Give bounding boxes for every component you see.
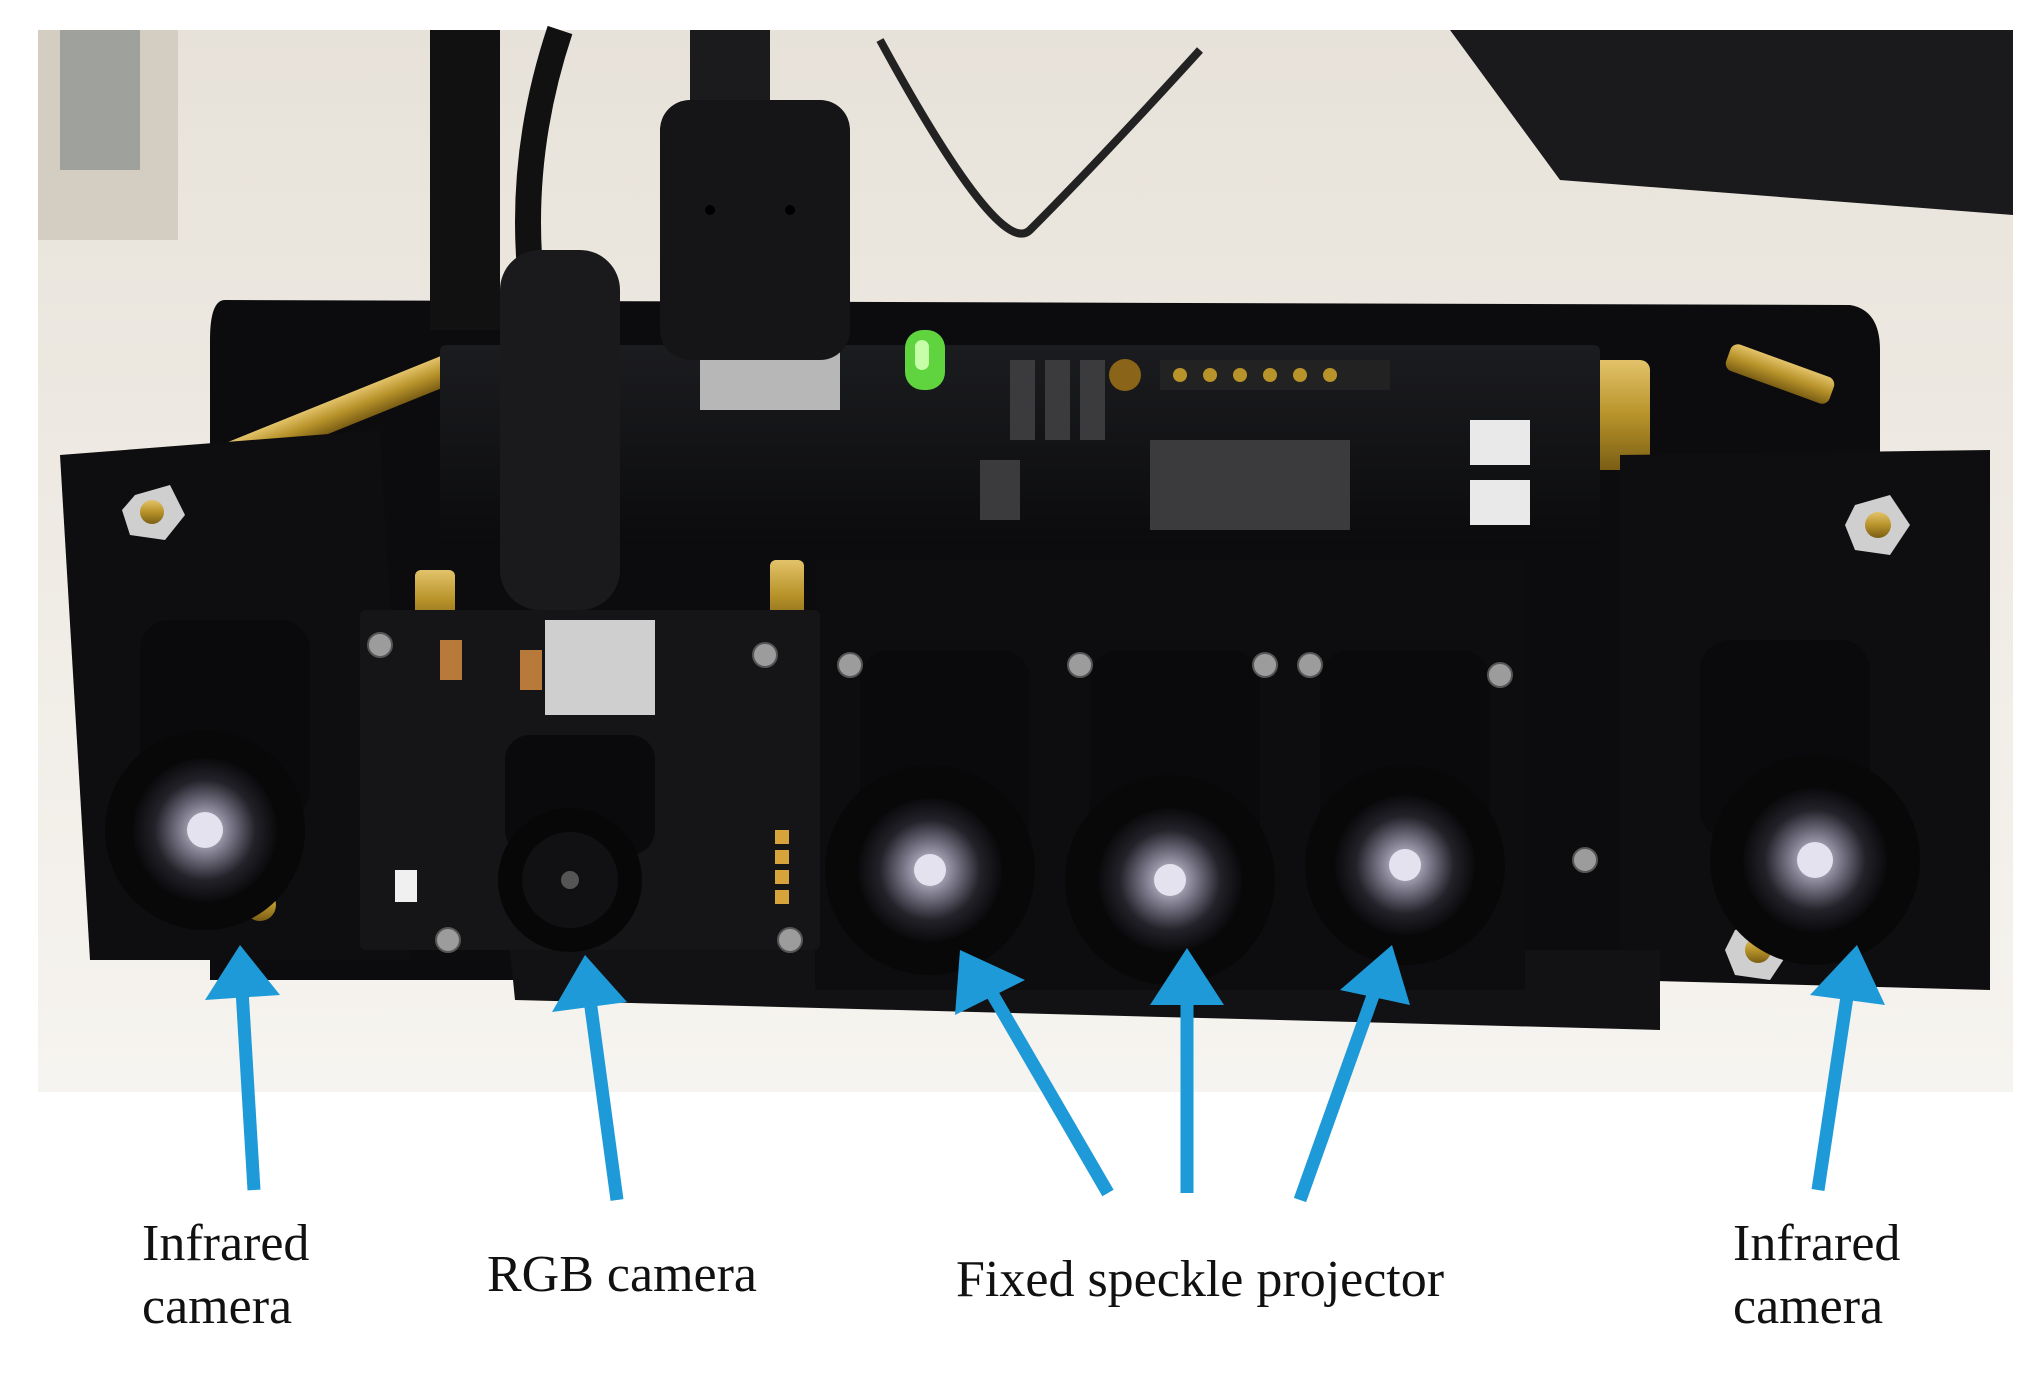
label-infrared-left-line2: camera bbox=[142, 1278, 293, 1336]
speckle-projector-lens-3 bbox=[1305, 650, 1505, 965]
label-infrared-right-line1: Infrared bbox=[1733, 1215, 1901, 1272]
arrow-speckle-projector-1 bbox=[955, 950, 1114, 1197]
arrow-infrared-left bbox=[205, 945, 280, 1191]
label-infrared-left-line1: Infrared bbox=[142, 1215, 310, 1272]
arrow-speckle-projector-3 bbox=[1293, 945, 1410, 1203]
speckle-projector-lens-2 bbox=[1065, 650, 1275, 985]
label-fixed-speckle-projector: Fixed speckle projector bbox=[956, 1251, 1445, 1308]
annotation-arrows bbox=[205, 945, 1885, 1203]
main-pcb bbox=[440, 345, 1600, 545]
arrow-speckle-projector-2 bbox=[1150, 948, 1224, 1193]
infrared-camera-left-lens bbox=[105, 620, 310, 930]
arrow-rgb-camera bbox=[552, 955, 627, 1201]
arrow-infrared-right bbox=[1810, 945, 1885, 1191]
speckle-projector-lens-1 bbox=[825, 650, 1035, 975]
usb-cables bbox=[430, 25, 850, 610]
label-infrared-camera-left: Infrared camera bbox=[142, 1212, 309, 1339]
rgb-camera-lens bbox=[498, 735, 655, 952]
green-led bbox=[905, 330, 945, 390]
label-infrared-right-line2: camera bbox=[1733, 1278, 1884, 1336]
label-rgb-camera: RGB camera bbox=[487, 1246, 758, 1303]
infrared-camera-right-lens bbox=[1700, 640, 1920, 965]
label-infrared-camera-right: Infrared camera bbox=[1733, 1212, 1900, 1339]
mounting-screws bbox=[367, 632, 1598, 953]
